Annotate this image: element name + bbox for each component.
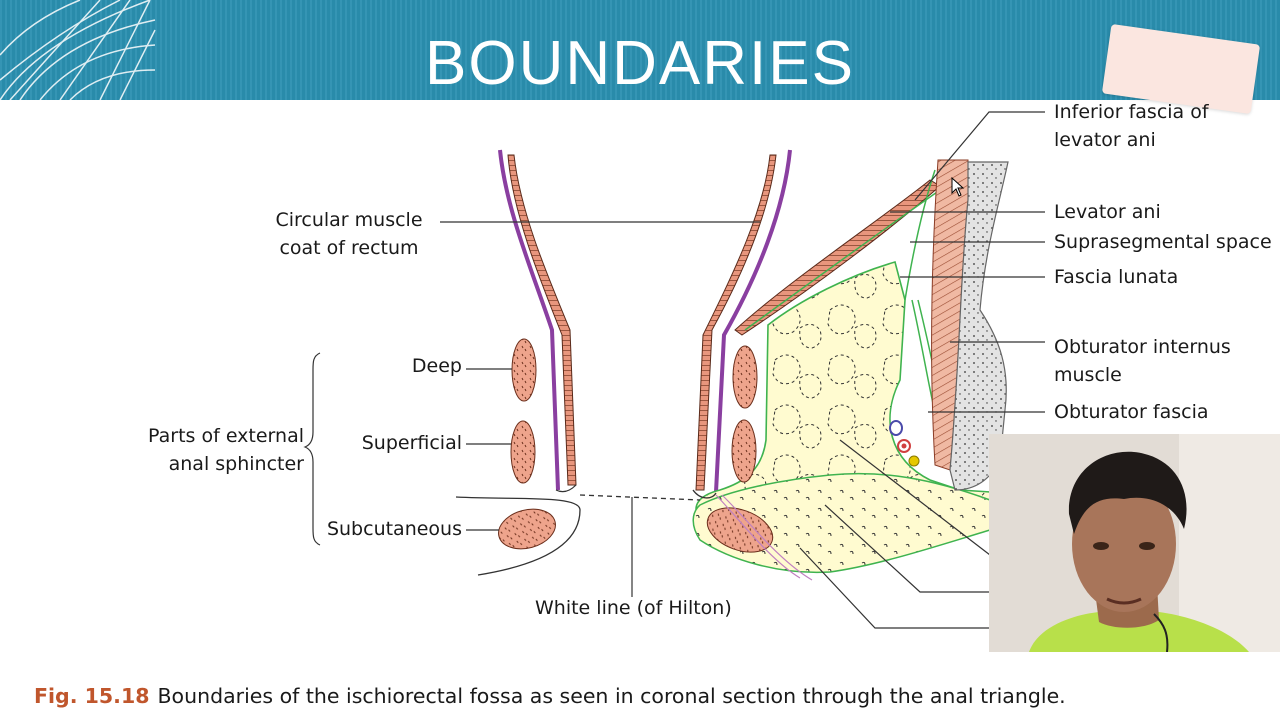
left-rectal-wall [498,149,577,493]
right-rectal-wall [695,149,792,493]
figure-number: Fig. 15.18 [34,684,150,708]
leader-lines [440,111,1045,629]
webcam-overlay [989,434,1280,652]
label-parts-external-sphincter: Parts of external anal sphincter [148,425,304,475]
person-video-feed [989,434,1280,652]
caption-text: Boundaries of the ischiorectal fossa as … [157,684,1066,708]
label-white-line: White line (of Hilton) [535,597,732,619]
left-sphincter-parts [498,338,556,550]
ischiorectal-fossa-diagram [303,111,1045,629]
label-deep: Deep [411,355,462,377]
label-circular-muscle: Circular muscle coat of rectum [275,209,423,259]
sphincter-brace [303,352,321,546]
label-obturator-fascia: Obturator fascia [1054,401,1209,423]
label-superficial: Superficial [361,432,462,454]
figure-caption: Fig. 15.18 Boundaries of the ischiorectal… [34,684,1066,708]
label-inferior-fascia: Inferior fascia of levator ani [1054,101,1209,151]
label-subcutaneous: Subcutaneous [326,518,462,540]
label-levator-ani: Levator ani [1054,201,1161,223]
label-fascia-lunata: Fascia lunata [1054,266,1179,288]
anal-skin-lines [455,489,717,576]
mouse-pointer-icon [951,177,965,197]
decorative-arcs [0,0,156,100]
label-suprasegmental-space: Suprasegmental space [1054,231,1272,253]
pudendal-canal-vessels [889,420,920,467]
slide-header: BOUNDARIES [0,0,1280,100]
right-sphincter-parts [706,345,813,581]
slide-title: BOUNDARIES [425,29,855,98]
label-obturator-internus: Obturator internus muscle [1054,336,1231,386]
header-texture [0,0,1280,100]
